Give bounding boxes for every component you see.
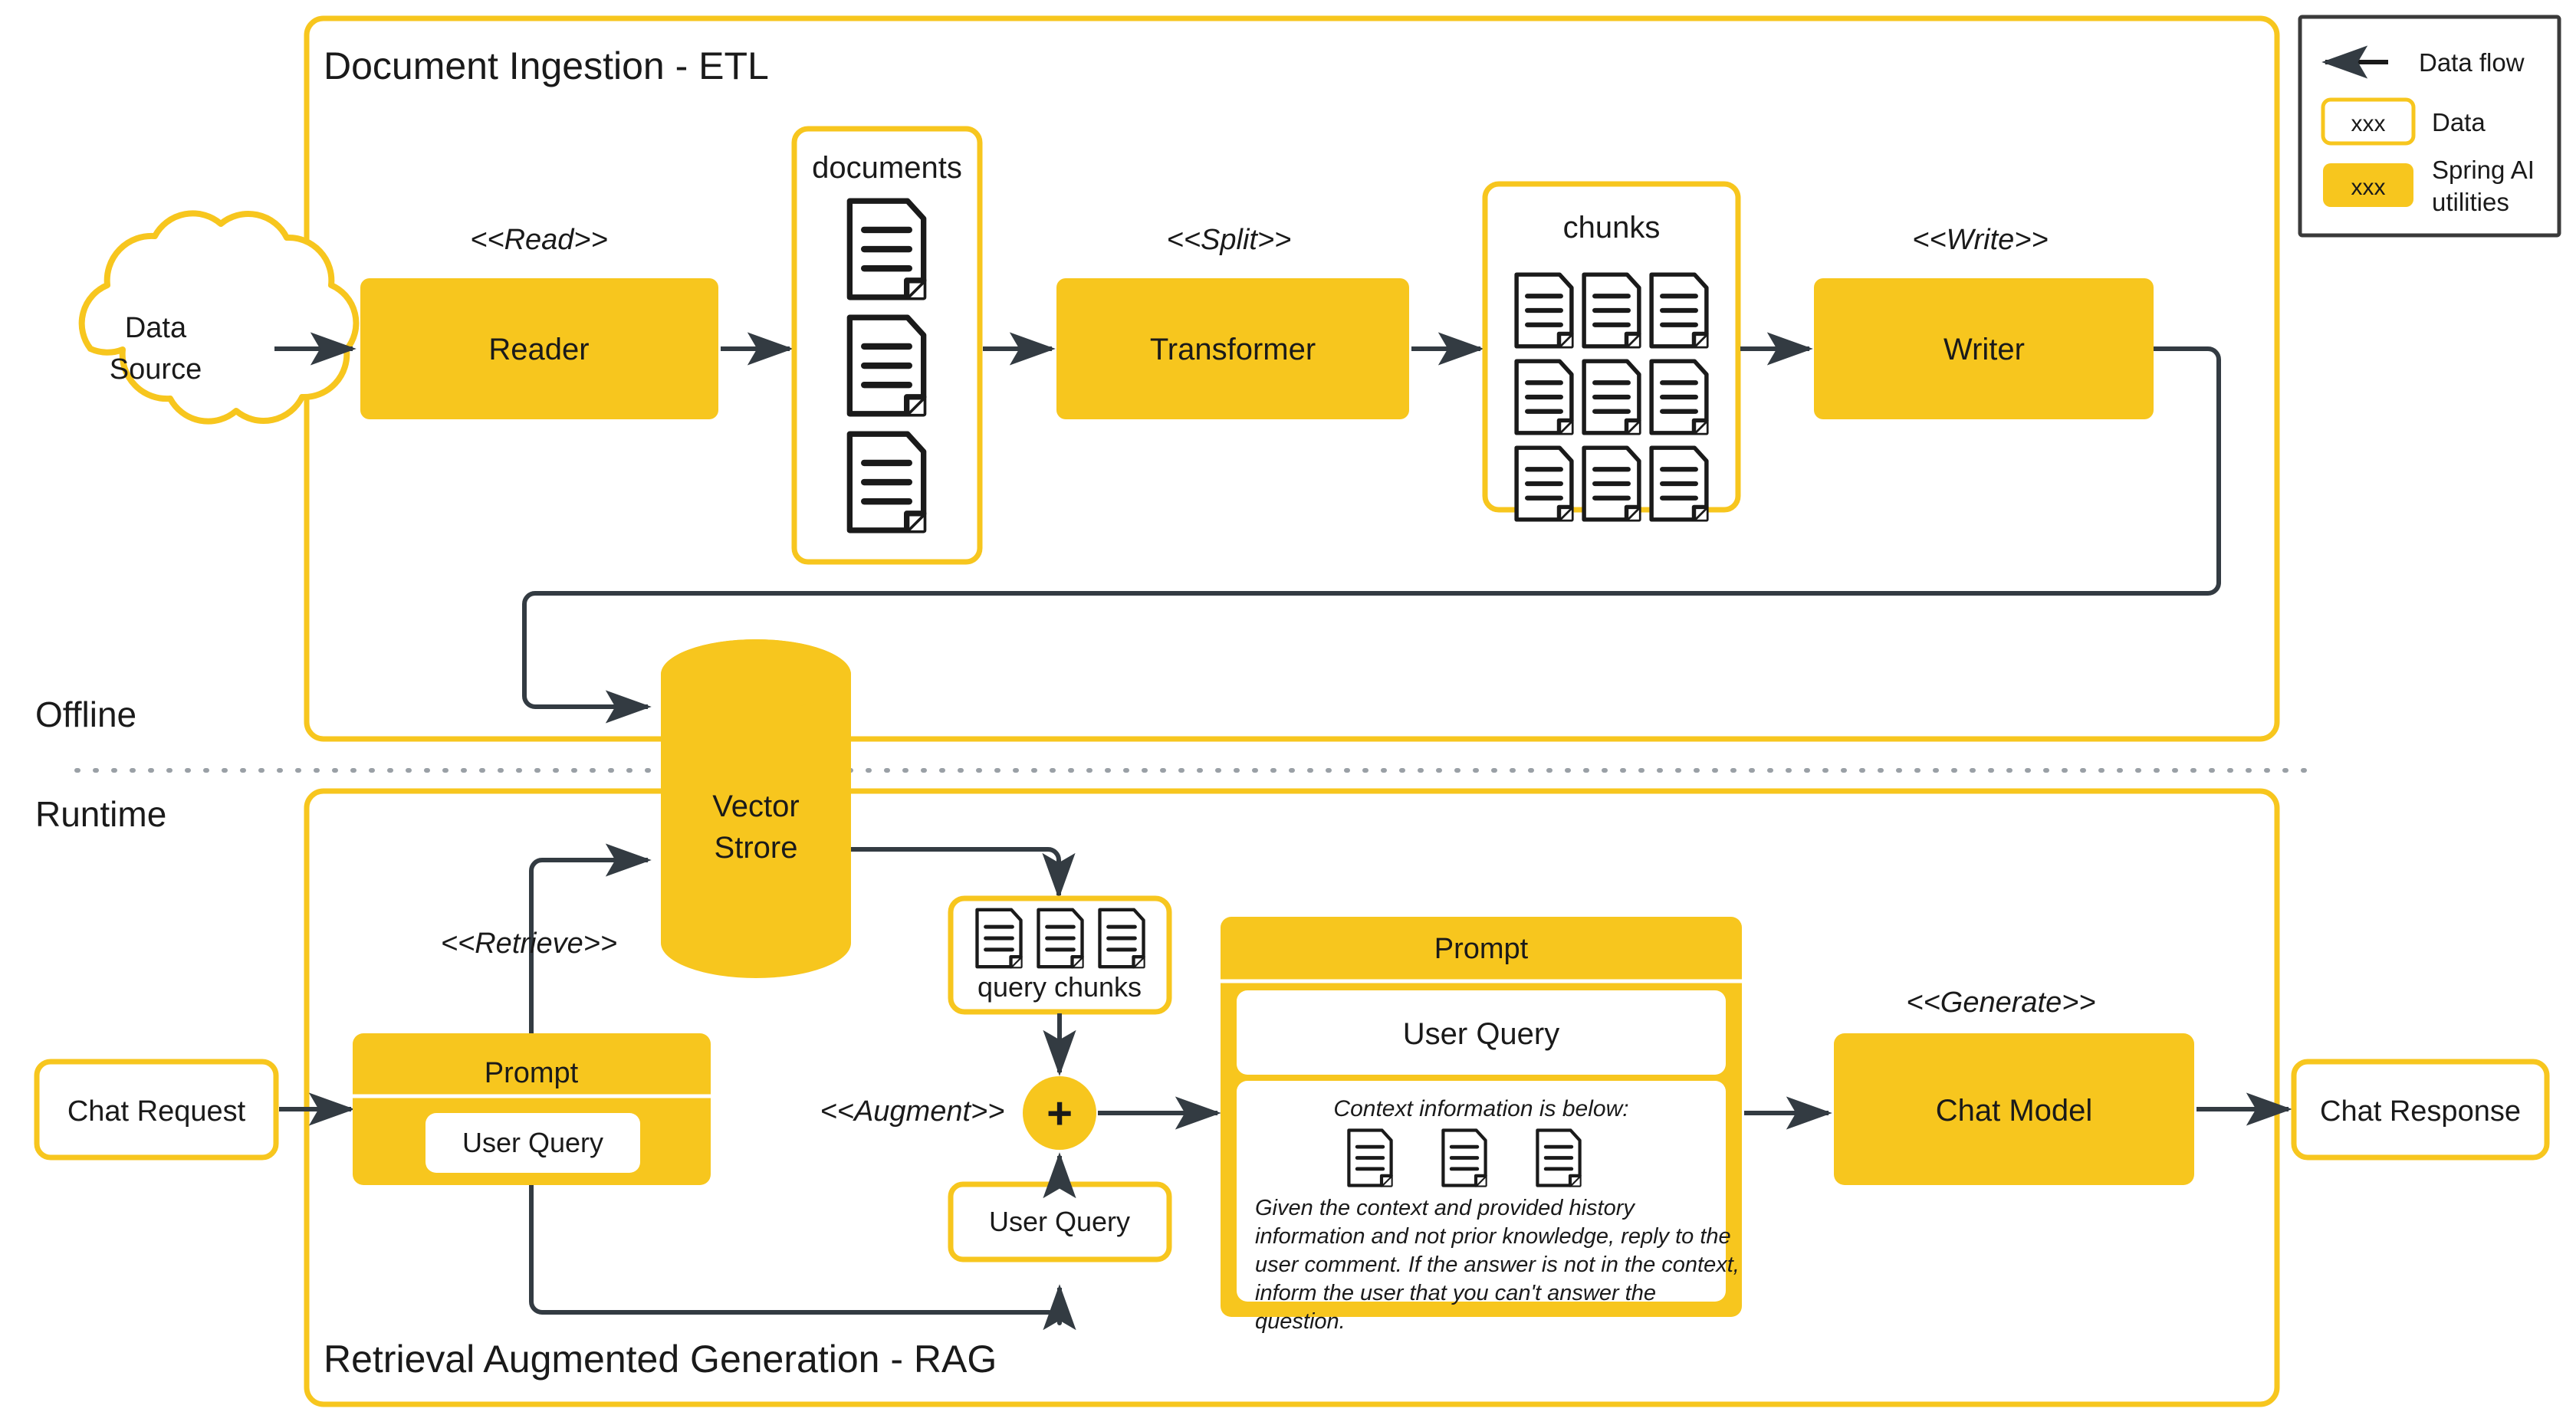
instruction-line: information and not prior knowledge, rep… (1255, 1224, 1731, 1249)
query-chunks-group: query chunks (948, 895, 1172, 1015)
chunks-label: chunks (1563, 211, 1661, 245)
context-header: Context information is below: (1333, 1096, 1628, 1121)
chat-response-label: Chat Response (2320, 1095, 2521, 1128)
instruction-line: inform the user that you can't answer th… (1255, 1281, 1656, 1305)
prompt-box-main-user-query-label: User Query (1403, 1017, 1560, 1051)
stereotype-write: <<Write>> (1912, 224, 2048, 256)
legend-data-swatch (2321, 97, 2416, 146)
query-chunk-icon (1099, 910, 1143, 967)
transformer-box[interactable] (1056, 278, 1409, 419)
stereotype-split: <<Split>> (1167, 224, 1292, 256)
arrow-writer-to-vector-store (522, 346, 2221, 724)
query-chunks-label: query chunks (978, 971, 1142, 1003)
rag-title: Retrieval Augmented Generation - RAG (324, 1338, 997, 1381)
chunk-icon (1584, 361, 1639, 433)
transformer-label: Transformer (1150, 333, 1316, 366)
context-doc-icon (1537, 1131, 1579, 1186)
offline-phase-label: Offline (35, 694, 136, 734)
writer-label: Writer (1944, 333, 2025, 366)
arrow-vector-store-to-query-chunks (851, 847, 1076, 899)
chunk-icon (1651, 274, 1707, 346)
chunk-icon (1516, 361, 1572, 433)
vector-store-label-line1: Vector (712, 790, 799, 823)
etl-title: Document Ingestion - ETL (324, 44, 769, 87)
chat-request-label: Chat Request (67, 1095, 246, 1128)
legend-data-flow-label: Data flow (2419, 48, 2525, 77)
writer-box[interactable] (1814, 278, 2154, 419)
prompt-box-main-user-query[interactable] (1237, 990, 1726, 1075)
legend-data-label: Data (2432, 108, 2486, 136)
data-source-label-line2: Source (110, 353, 202, 386)
query-chunk-icon (977, 910, 1020, 967)
stereotype-augment: <<Augment>> (820, 1095, 1005, 1128)
chunk-icon (1516, 448, 1572, 520)
legend-spring-swatch (2323, 163, 2413, 207)
prompt-box-left-title: Prompt (485, 1057, 579, 1089)
arrow-prompt-to-vector-store (529, 843, 652, 1033)
context-doc-icon (1349, 1131, 1391, 1186)
runtime-phase-label: Runtime (35, 794, 166, 834)
data-source-label-line1: Data (125, 312, 187, 344)
legend: Data flow xxx Data xxx Spring AI utiliti… (2298, 15, 2561, 238)
legend-spring-label-line1: Spring AI (2432, 156, 2535, 184)
augment-node[interactable]: + (1023, 1076, 1096, 1150)
user-query-box-label: User Query (989, 1206, 1130, 1237)
reader-label: Reader (488, 333, 589, 366)
stereotype-generate: <<Generate>> (1906, 987, 2095, 1019)
chunk-icon (1516, 274, 1572, 346)
stereotype-read: <<Read>> (470, 224, 608, 256)
chat-model-label: Chat Model (1936, 1094, 2093, 1128)
stereotype-retrieve: <<Retrieve>> (441, 928, 617, 960)
prompt-box-left-user-query[interactable] (426, 1113, 640, 1173)
chunk-icon (1651, 361, 1707, 433)
chat-request-box[interactable] (34, 1059, 279, 1161)
vector-store-label-line2: Strore (715, 831, 798, 865)
data-source-cloud: Data Source (78, 210, 360, 425)
prompt-box-left[interactable]: Prompt User Query (353, 1033, 711, 1185)
legend-spring-swatch-text: xxx (2351, 175, 2386, 200)
chat-model-box[interactable] (1834, 1033, 2194, 1185)
chunk-icon (1584, 448, 1639, 520)
legend-data-swatch-text: xxx (2351, 111, 2386, 136)
document-icon (849, 201, 923, 297)
context-doc-icon (1443, 1131, 1485, 1186)
augment-plus-icon: + (1046, 1088, 1073, 1138)
chunk-icon (1584, 274, 1639, 346)
prompt-box-main-title: Prompt (1434, 933, 1529, 965)
reader-box[interactable] (360, 278, 718, 419)
document-icon (849, 434, 923, 530)
document-icon (849, 317, 923, 414)
chunks-group: chunks (1482, 181, 1741, 520)
chat-response-box[interactable] (2291, 1059, 2550, 1161)
prompt-box-main[interactable]: Prompt User Query Context information is… (1221, 917, 1742, 1334)
query-chunk-icon (1038, 910, 1082, 967)
vector-store-cylinder[interactable]: Vector Strore (661, 639, 851, 978)
chunk-icon (1651, 448, 1707, 520)
arrow-prompt-to-user-query (529, 1185, 1076, 1331)
documents-group: documents (791, 126, 983, 565)
documents-label: documents (812, 151, 962, 185)
prompt-box-left-user-query-label: User Query (462, 1127, 603, 1158)
instruction-line: question. (1255, 1309, 1346, 1334)
legend-spring-label-line2: utilities (2432, 188, 2509, 216)
instruction-line: user comment. If the answer is not in th… (1255, 1253, 1740, 1277)
instruction-line: Given the context and provided history (1255, 1196, 1635, 1220)
